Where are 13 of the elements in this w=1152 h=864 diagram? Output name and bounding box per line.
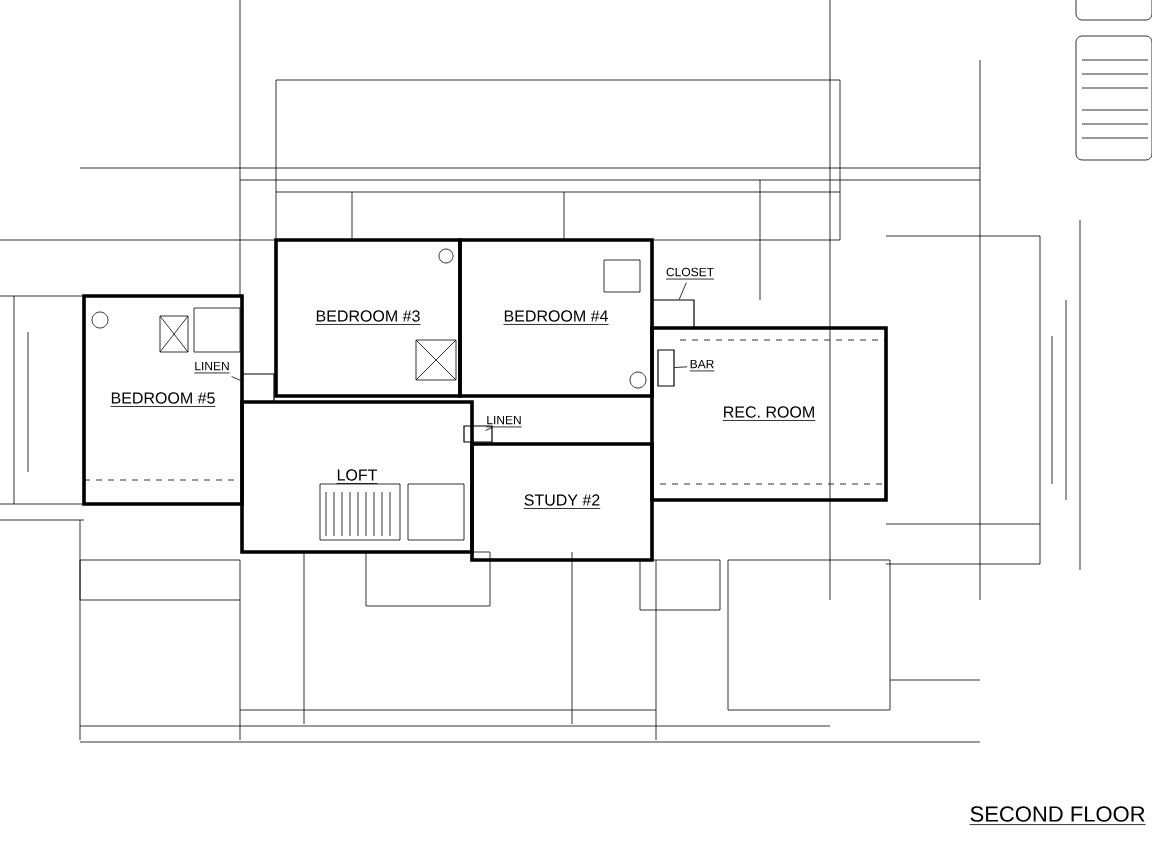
leader-line	[674, 366, 688, 368]
leader-line	[678, 282, 687, 300]
room: LOFT	[240, 400, 474, 554]
room: STUDY #2	[470, 442, 654, 562]
leader-line	[485, 426, 493, 431]
drawing-title: SECOND FLOOR	[969, 806, 1146, 825]
room: BEDROOM #4	[458, 238, 654, 398]
leader-line	[231, 376, 242, 382]
room: BEDROOM #3	[274, 238, 462, 398]
closet-box	[651, 299, 695, 329]
closet-box	[463, 425, 493, 443]
closet-box	[241, 373, 275, 403]
closet-box	[657, 349, 675, 387]
